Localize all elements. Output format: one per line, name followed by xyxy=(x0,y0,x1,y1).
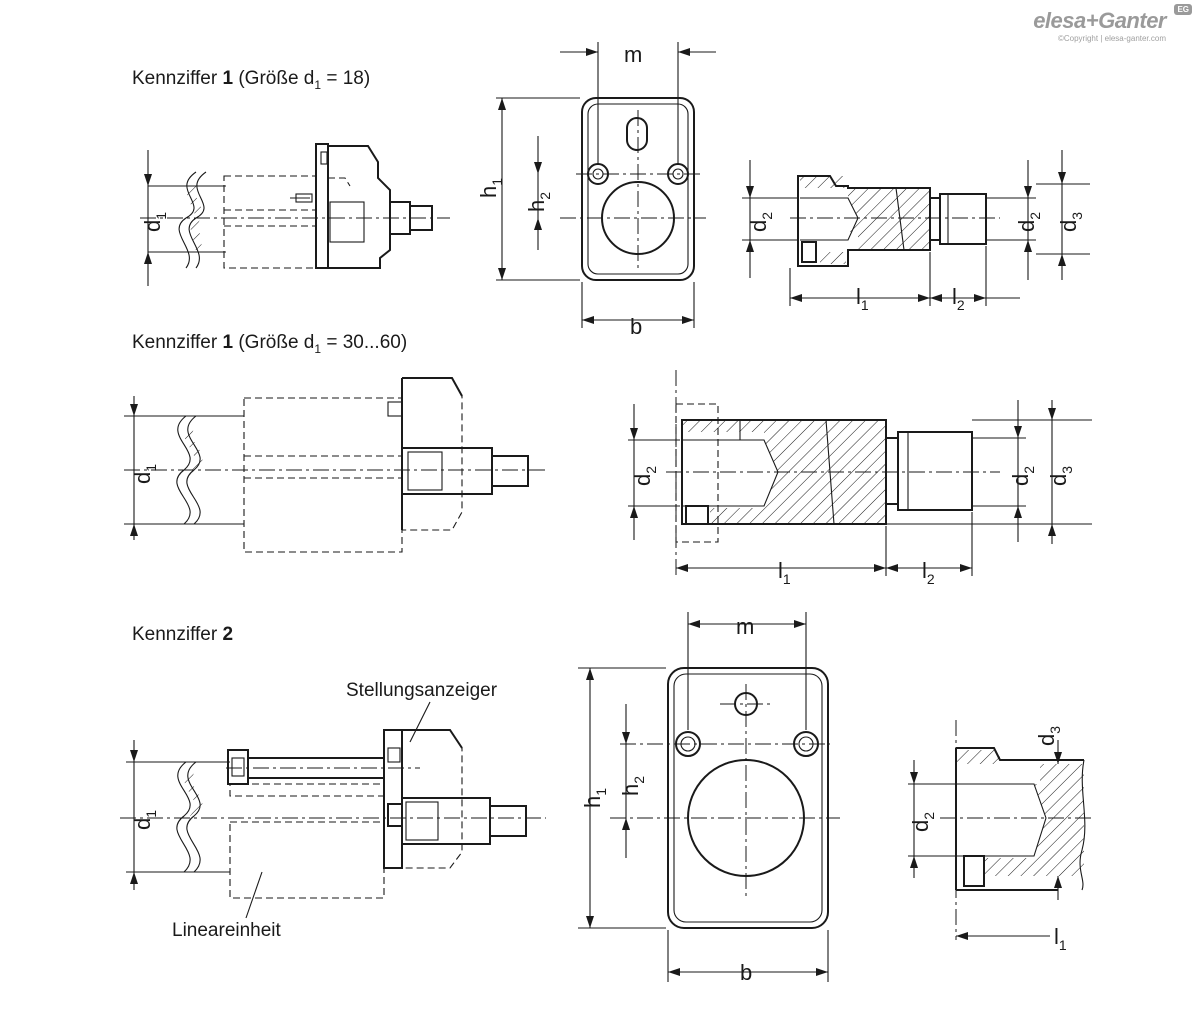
dim-d2-e: d2 xyxy=(908,812,937,832)
heading-kennziffer-1-small: Kennziffer 1 (Größe d1 = 18) xyxy=(132,68,371,92)
side-view-kennziffer-2: d1 xyxy=(120,701,546,919)
section-view-size-30-60: d2 d2 d3 l1 l2 xyxy=(628,370,1092,587)
heading-kennziffer-1-large: Kennziffer 1 (Größe d1 = 30...60) xyxy=(132,332,408,356)
dim-d2-a: d2 xyxy=(746,212,775,232)
dim-h2-a: h2 xyxy=(524,192,553,212)
heading-kennziffer-2: Kennziffer 2 xyxy=(132,624,234,645)
dim-l1-a: l1 xyxy=(856,284,869,313)
dim-l1-c: l1 xyxy=(1054,924,1067,953)
front-view-kennziffer-2: m b h1 h2 xyxy=(578,612,840,985)
dim-l2-b: l2 xyxy=(922,558,935,587)
dim-d3-c: d3 xyxy=(1034,726,1063,746)
callout-stellungsanzeiger: Stellungsanzeiger xyxy=(346,680,498,701)
dim-m-a: m xyxy=(624,42,642,67)
front-view-size-18: m b h1 h2 xyxy=(476,42,716,339)
dim-b-a: b xyxy=(630,314,642,339)
brand-logo-text: elesa+Ganter xyxy=(1033,8,1166,33)
dim-d1-b: d1 xyxy=(130,464,159,484)
side-view-size-18: d1 xyxy=(140,143,450,286)
dim-l1-b: l1 xyxy=(778,558,791,587)
dim-d2-d: d2 xyxy=(1008,466,1037,486)
dim-m-b: m xyxy=(736,614,754,639)
dim-d1-a: d1 xyxy=(140,212,169,232)
dim-d1-c: d1 xyxy=(130,810,159,830)
dim-d2-c: d2 xyxy=(630,466,659,486)
dim-d2-b: d2 xyxy=(1014,212,1043,232)
callout-lineareinheit: Lineareinheit xyxy=(172,920,281,941)
dim-h1-b: h1 xyxy=(580,788,609,808)
dim-l2-a: l2 xyxy=(952,284,965,313)
section-view-kennziffer-2: d2 d3 l1 xyxy=(908,720,1094,953)
section-view-size-18: d2 d2 d3 l1 l2 xyxy=(742,150,1090,313)
brand-logo: elesa+Ganter ©Copyright | elesa-ganter.c… xyxy=(1033,4,1192,43)
dim-h1-a: h1 xyxy=(476,178,505,198)
dim-b-b: b xyxy=(740,960,752,985)
brand-copyright: ©Copyright | elesa-ganter.com xyxy=(1057,34,1166,43)
dim-h2-b: h2 xyxy=(618,776,647,796)
dim-d3-a: d3 xyxy=(1056,212,1085,232)
side-view-size-30-60: d1 xyxy=(124,377,546,553)
dim-d3-b: d3 xyxy=(1046,466,1075,486)
brand-badge: EG xyxy=(1174,4,1192,15)
